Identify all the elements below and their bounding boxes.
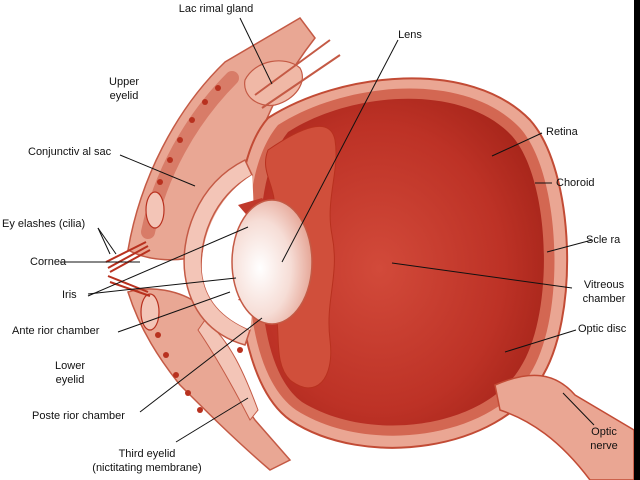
- label-lacrimal-gland: Lac rimal gland: [178, 3, 254, 15]
- label-upper-eyelid-line1: Upper: [109, 76, 139, 88]
- label-choroid: Choroid: [556, 177, 595, 189]
- label-third-eyelid-line2: (nictitating membrane): [92, 462, 202, 474]
- eyelash-strands: [105, 241, 151, 297]
- label-conjunctival-sac: Conjunctiv al sac: [28, 146, 112, 158]
- label-optic-disc: Optic disc: [578, 323, 627, 335]
- label-optic-nerve-line2: nerve: [590, 440, 618, 452]
- upper-tarsal-gland: [145, 191, 165, 229]
- label-vitreous-line1: Vitreous: [583, 279, 625, 291]
- upper-tissue-strand: [254, 39, 341, 109]
- optic-nerve-shape: [494, 374, 634, 480]
- label-lower-eyelid-line2: eyelid: [55, 374, 85, 386]
- label-third-eyelid-line1: Third eyelid: [118, 448, 176, 460]
- label-iris: Iris: [62, 289, 77, 301]
- leader-lines: [60, 17, 595, 443]
- label-lens: Lens: [398, 29, 422, 41]
- cornea-shape: [183, 158, 253, 346]
- label-eyelashes: Ey elashes (cilia): [2, 218, 86, 230]
- lower-tarsal-gland: [140, 293, 160, 331]
- lens-shape: [231, 199, 313, 325]
- label-vitreous-line2: chamber: [582, 293, 626, 305]
- label-retina: Retina: [546, 126, 578, 138]
- label-posterior-chamber: Poste rior chamber: [32, 410, 125, 422]
- label-optic-nerve-line1: Optic: [591, 426, 617, 438]
- label-cornea: Cornea: [30, 256, 67, 268]
- label-lower-eyelid-line1: Lower: [55, 360, 85, 372]
- label-anterior-chamber: Ante rior chamber: [12, 325, 100, 337]
- label-upper-eyelid-line2: eyelid: [109, 90, 139, 102]
- label-sclera: Scle ra: [586, 234, 621, 246]
